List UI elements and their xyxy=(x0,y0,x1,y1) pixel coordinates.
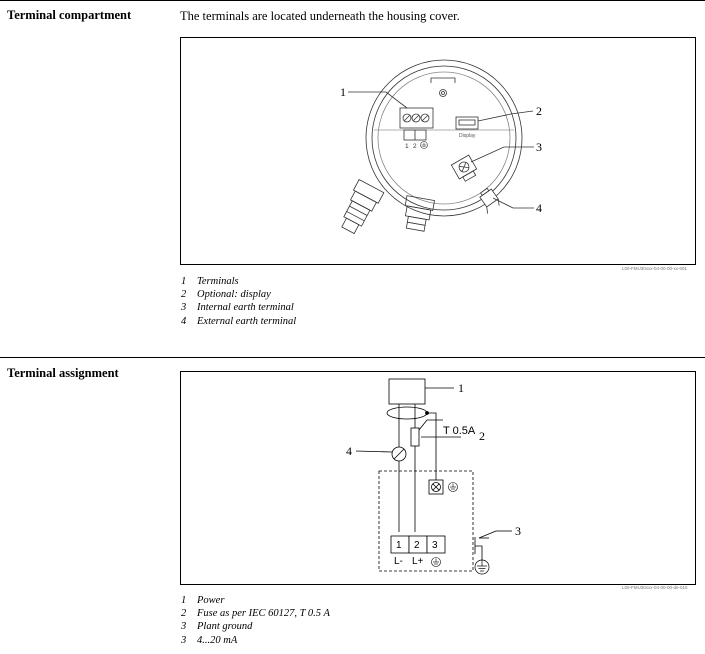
callout-3: 3 xyxy=(515,524,521,538)
callout-2: 2 xyxy=(479,429,485,443)
callout-2: 2 xyxy=(536,104,542,118)
ground-symbol-icon xyxy=(448,482,458,492)
terminal-1-number: 1 xyxy=(396,540,402,551)
section-intro-text: The terminals are located underneath the… xyxy=(180,9,460,23)
wiring-diagram: 1 2 3 L- L+ T 0.5A 1 2 3 4 xyxy=(346,378,521,575)
terminal-1-label: L- xyxy=(394,556,403,567)
figure-code-1: L00-FMU30xxx-04-00-00-xx-001 xyxy=(622,266,688,271)
terminal-2-label: L+ xyxy=(412,556,424,567)
callout-4: 4 xyxy=(536,201,542,215)
section-title-terminal-assignment: Terminal assignment xyxy=(7,366,119,380)
figure-code-2: L00-FMU30xxx-04-00-00-de-015 xyxy=(622,585,688,590)
ground-symbol-icon xyxy=(431,557,441,567)
callout-1: 1 xyxy=(340,85,346,99)
fuse-label: T 0.5A xyxy=(443,425,476,437)
housing-drawing: Display 1 2 1 2 3 4 xyxy=(340,59,542,235)
display-connector-label: Display xyxy=(459,133,476,139)
terminal-2-number: 2 xyxy=(414,540,420,551)
callout-1: 1 xyxy=(458,381,464,395)
plant-ground-icon xyxy=(474,559,490,575)
top-rule xyxy=(0,0,705,1)
terminal-number-1: 1 xyxy=(405,143,409,150)
terminal-number-2: 2 xyxy=(413,143,417,150)
section-rule xyxy=(0,357,705,358)
ground-symbol-icon xyxy=(420,141,428,149)
callout-3: 3 xyxy=(536,140,542,154)
terminal-compartment-figure: Display 1 2 1 2 3 4 xyxy=(180,37,696,265)
terminal-3-number: 3 xyxy=(432,540,438,551)
section-title-terminal-compartment: Terminal compartment xyxy=(7,8,132,22)
callout-4: 4 xyxy=(346,444,352,458)
terminal-assignment-figure: 1 2 3 L- L+ T 0.5A 1 2 3 4 xyxy=(180,371,696,585)
